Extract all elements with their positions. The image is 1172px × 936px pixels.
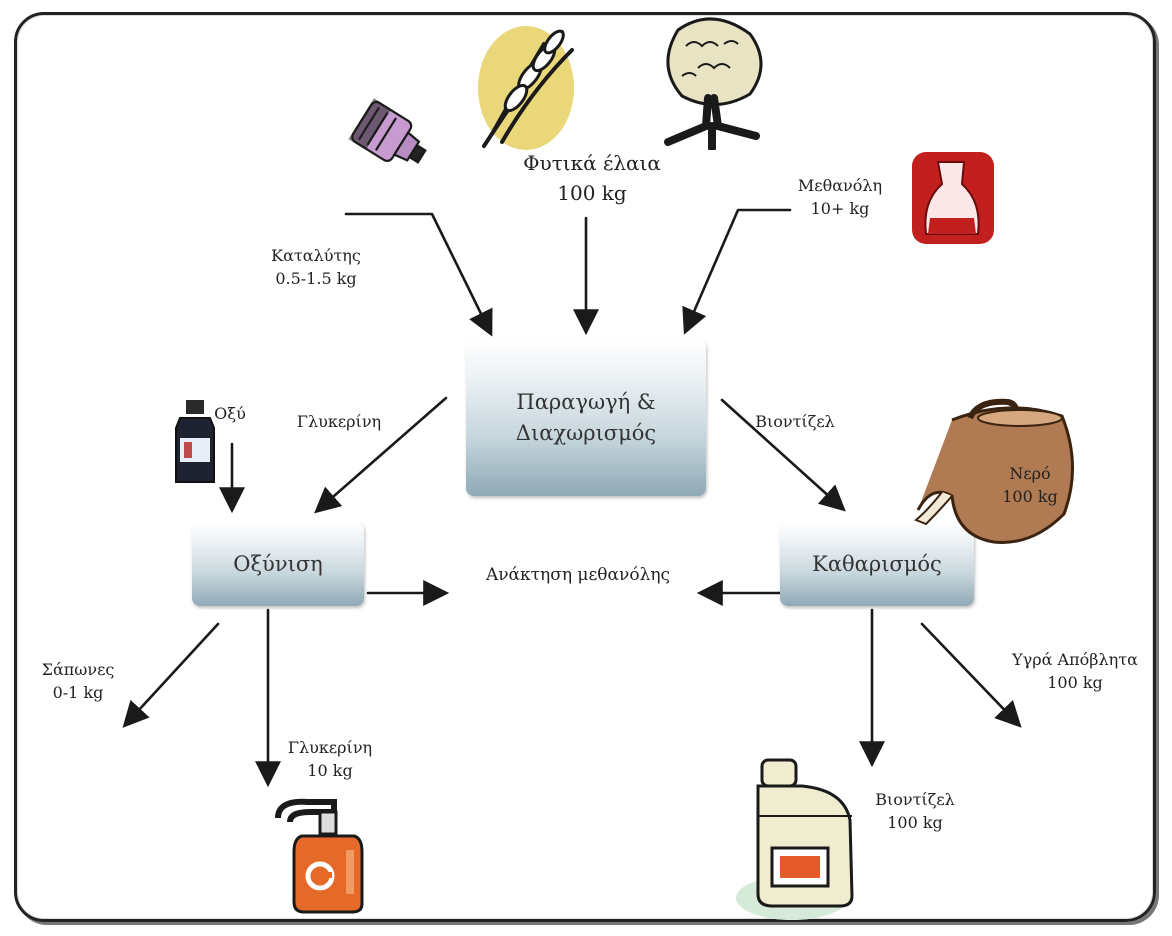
catalyst-name: Καταλύτης — [271, 246, 361, 265]
soaps-name: Σάπωνες — [41, 660, 115, 679]
water-jug-icon — [914, 398, 1075, 544]
production-separation-box: Παραγωγή & Διαχωρισμός — [466, 340, 706, 496]
biodiesel-output-amount: 100 kg — [887, 813, 943, 832]
arrow-glycerin-to-acid — [314, 396, 448, 514]
diagram-frame — [14, 12, 1156, 922]
methanol-name: Μεθανόλη — [797, 176, 883, 195]
biodiesel-output-label: Βιοντίζελ 100 kg — [862, 788, 968, 834]
methanol-bottle-icon — [912, 152, 994, 244]
soaps-label: Σάπωνες 0-1 kg — [20, 658, 136, 704]
purification-box: Καθαρισμός — [780, 522, 974, 606]
acid-label: Οξύ — [210, 402, 250, 425]
water-label: Νερό 100 kg — [980, 462, 1080, 508]
glycerin-output-amount: 10 kg — [307, 761, 353, 780]
biodiesel-output-name: Βιοντίζελ — [875, 790, 955, 809]
water-amount: 100 kg — [1002, 487, 1058, 506]
acid-name: Οξύ — [214, 404, 246, 423]
vegetable-oils-label: Φυτικά έλαια 100 kg — [512, 148, 672, 208]
biodiesel-jug-icon — [736, 758, 854, 920]
wheat-icon — [478, 26, 574, 150]
glycerin-bottle-icon — [275, 798, 364, 914]
catalyst-label: Καταλύτης 0.5-1.5 kg — [256, 244, 376, 290]
methanol-recovery-label: Ανάκτηση μεθανόλης — [485, 565, 671, 585]
glycerin-output-name: Γλυκερίνη — [287, 738, 373, 757]
arrow-catalyst-in — [344, 212, 493, 337]
production-line2: Διαχωρισμός — [515, 421, 657, 445]
catalyst-amount: 0.5-1.5 kg — [275, 269, 357, 288]
tree-icon — [664, 17, 763, 150]
liquid-waste-amount: 100 kg — [1047, 673, 1103, 692]
vegetable-oils-name: Φυτικά έλαια — [523, 151, 661, 175]
liquid-waste-label: Υγρά Απόβλητα 100 kg — [990, 648, 1160, 694]
glycerin-flow-label: Γλυκερίνη — [296, 412, 382, 431]
arrow-methanol-in — [682, 208, 792, 335]
arrow-biodiesel-to-purify — [720, 398, 846, 512]
liquid-waste-name: Υγρά Απόβλητα — [1012, 650, 1138, 669]
biodiesel-flow-label: Βιοντίζελ — [755, 412, 835, 431]
water-name: Νερό — [1009, 464, 1051, 483]
acidification-box: Οξύνιση — [192, 522, 364, 606]
soaps-amount: 0-1 kg — [52, 683, 104, 702]
acid-bottle-icon — [175, 400, 215, 483]
glycerin-output-label: Γλυκερίνη 10 kg — [280, 736, 380, 782]
methanol-amount: 10+ kg — [810, 199, 870, 218]
methanol-label: Μεθανόλη 10+ kg — [788, 174, 892, 220]
production-line1: Παραγωγή & — [516, 390, 656, 414]
vegetable-oils-amount: 100 kg — [557, 181, 627, 205]
catalyst-bottle-icon — [348, 98, 427, 164]
arrow-waste-out — [920, 622, 1022, 728]
arrow-soaps-out — [122, 622, 220, 728]
